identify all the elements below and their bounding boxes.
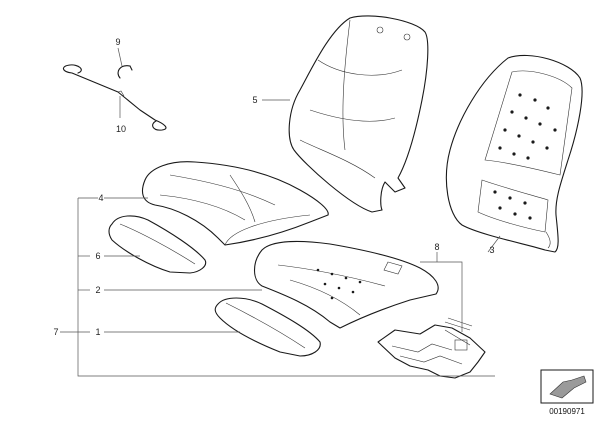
callout-8: 8	[434, 242, 439, 252]
seat-cushion-icon	[549, 375, 587, 399]
part-2-seat-cushion	[253, 241, 439, 329]
part-10-wire	[62, 64, 167, 131]
callout-9: 9	[115, 37, 120, 47]
callout-6: 6	[95, 251, 100, 261]
part-3-backrest-pad	[445, 54, 583, 253]
leader-lines	[60, 47, 501, 377]
part-9-clip	[117, 65, 133, 79]
diagram-code: 00190971	[549, 407, 585, 416]
callout-3: 3	[489, 245, 494, 255]
part-5-backrest	[288, 15, 429, 213]
callout-1: 1	[95, 327, 100, 337]
reference-icon-box	[540, 369, 594, 404]
callout-5: 5	[252, 95, 257, 105]
callout-10: 10	[116, 124, 126, 134]
part-1-foam-pad	[214, 297, 321, 357]
part-4-seat-cover	[141, 161, 329, 246]
part-6-thigh-pad	[108, 215, 207, 274]
callout-2: 2	[95, 285, 100, 295]
callout-7: 7	[53, 327, 58, 337]
cushion-perforation-dots	[316, 268, 362, 300]
callout-4: 4	[98, 193, 103, 203]
backrest-perforation-dots	[493, 93, 557, 220]
part-8-heating-mat	[377, 317, 486, 379]
